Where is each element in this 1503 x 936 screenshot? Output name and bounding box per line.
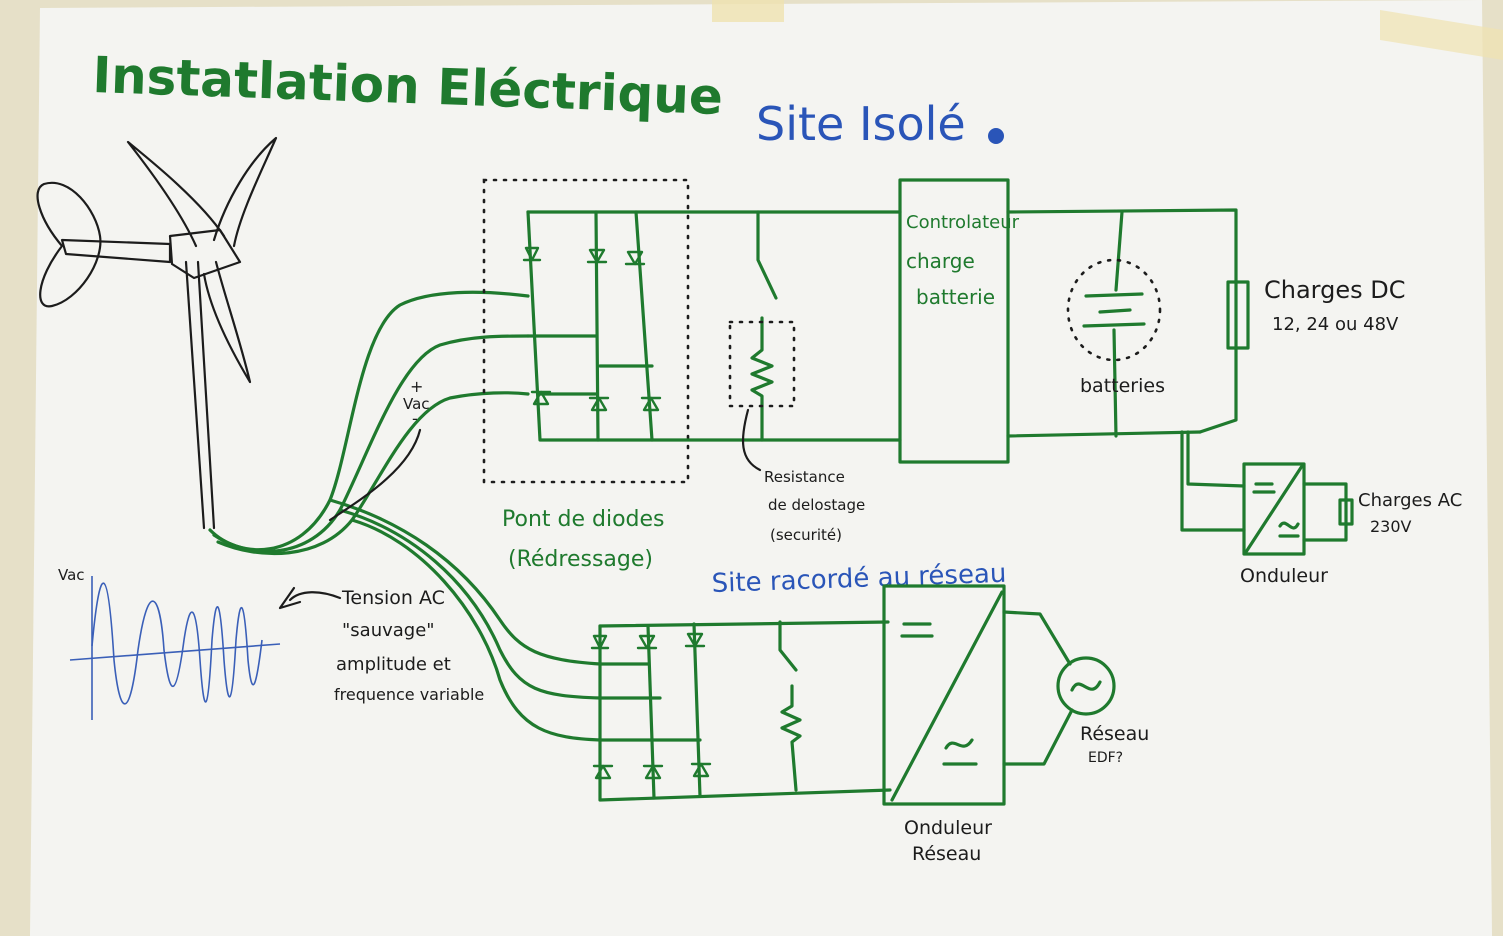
paper-sheet <box>30 0 1492 936</box>
charge-controller-box <box>898 178 1010 464</box>
grid-inverter <box>882 584 1116 806</box>
resistance-line3: (securité) <box>770 526 842 544</box>
charges-dc-line1: Charges DC <box>1264 276 1406 304</box>
turbine-cables <box>208 290 602 742</box>
tension-line1: Tension AC <box>341 587 445 609</box>
signal-arrow <box>288 591 342 602</box>
offgrid-inverter <box>1180 430 1354 556</box>
tape-strip <box>712 0 784 22</box>
grid-onduleur-line2: Réseau <box>912 843 981 865</box>
grid-onduleur-line1: Onduleur <box>904 817 992 839</box>
vac-label: Vac <box>403 395 430 413</box>
charges-ac-line2: 230V <box>1370 517 1412 536</box>
controller-line3: batterie <box>916 285 995 309</box>
onduleur-label: Onduleur <box>1240 565 1328 587</box>
resistance-line1: Resistance <box>764 468 845 486</box>
tension-line3: amplitude et <box>336 654 451 675</box>
battery-bank <box>1006 208 1238 438</box>
reseau-line2: EDF? <box>1088 750 1123 766</box>
charges-dc-line2: 12, 24 ou 48V <box>1272 314 1399 335</box>
pont-label-line1: Pont de diodes <box>502 507 665 532</box>
diode-bridge-isole <box>482 178 902 484</box>
tension-line4: frequence variable <box>334 685 484 704</box>
vac-plus-label: + <box>410 377 423 396</box>
ink-blot <box>988 128 1004 144</box>
signal-axis-label: Vac <box>58 566 85 584</box>
wind-turbine-drawing <box>36 136 278 530</box>
site-isole-heading: Site Isolé <box>756 97 966 151</box>
batteries-label: batteries <box>1080 375 1165 397</box>
charges-ac-line1: Charges AC <box>1358 490 1462 511</box>
tape-strip-corner <box>1380 10 1503 60</box>
dc-load-resistor <box>1226 280 1250 350</box>
diode-bridge-raccorde <box>590 620 892 802</box>
dump-resistor-isole <box>728 210 796 472</box>
wild-ac-signal-sketch <box>69 576 281 720</box>
tension-line2: "sauvage" <box>342 620 435 641</box>
resistance-line2: de delostage <box>768 496 865 514</box>
signal-arrow-head <box>278 586 302 610</box>
controller-line1: Controlateur <box>906 212 1020 233</box>
reseau-line1: Réseau <box>1080 723 1149 745</box>
pont-label-line2: (Rédressage) <box>508 547 653 572</box>
vac-minus-label: - <box>412 409 418 428</box>
controller-line2: charge <box>906 249 975 273</box>
